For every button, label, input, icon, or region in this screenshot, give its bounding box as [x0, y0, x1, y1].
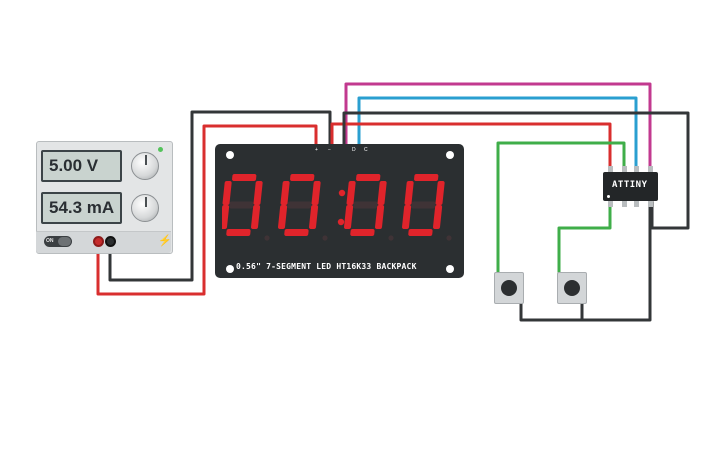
- chip-legs: [608, 166, 653, 207]
- wire-black-buttons-gnd[interactable]: [519, 200, 652, 322]
- pin-label-d: D: [352, 147, 356, 153]
- positive-terminal[interactable]: [93, 236, 104, 247]
- digit-1-decimal-point: [264, 235, 270, 241]
- pin-label-minus: −: [328, 147, 331, 153]
- digit-3-segment-d: [350, 229, 375, 236]
- attiny-chip[interactable]: [603, 172, 658, 201]
- chip-label: ATTINY: [612, 180, 648, 190]
- voltage-knob[interactable]: [131, 152, 159, 180]
- digit-4-segment-f: [404, 181, 414, 205]
- digit-3-segment-e: [343, 205, 354, 229]
- digit-4-segment-g: [411, 201, 436, 209]
- chip-pin1-dot: [607, 195, 610, 198]
- mount-hole-top-left: [226, 151, 234, 159]
- digit-3-decimal-point: [388, 235, 394, 241]
- power-switch-label: ON: [46, 238, 54, 244]
- mount-hole-bottom-right: [446, 265, 454, 273]
- digit-2-decimal-point: [322, 235, 328, 241]
- digit-4-segment-c: [432, 205, 443, 229]
- colon-dot-top: [338, 189, 346, 197]
- digit-1-segment-b: [253, 181, 263, 205]
- colon-dot-bottom: [337, 218, 345, 226]
- push-button-2[interactable]: [557, 272, 587, 304]
- digit-1-segment-d: [226, 229, 251, 236]
- current-display: 54.3 mA: [41, 192, 122, 224]
- wire-red-vcc-chip[interactable]: [330, 122, 612, 174]
- digit-1-segment-g: [229, 201, 254, 209]
- digit-4-segment-b: [435, 181, 445, 205]
- pin-label-c: C: [364, 147, 368, 153]
- digit-3-segment-g: [353, 201, 378, 209]
- digit-1-segment-a: [232, 174, 257, 181]
- digit-4-decimal-point: [446, 235, 452, 241]
- digit-2-segment-f: [280, 181, 290, 205]
- digit-3-segment-f: [346, 181, 356, 205]
- lightning-bolt-icon: ⚡: [158, 235, 172, 247]
- wire-magenta[interactable]: [344, 82, 652, 174]
- voltage-display: 5.00 V: [41, 150, 122, 182]
- digit-2-segment-c: [308, 205, 319, 229]
- wire-black-gnd-chip[interactable]: [342, 111, 690, 230]
- current-knob[interactable]: [131, 194, 159, 222]
- mount-hole-top-right: [446, 151, 454, 159]
- digit-3-segment-a: [356, 174, 381, 181]
- board-label: 0.56" 7-SEGMENT LED HT16K33 BACKPACK: [236, 262, 417, 271]
- negative-terminal[interactable]: [105, 236, 116, 247]
- wire-green-button-2[interactable]: [557, 200, 612, 274]
- digit-3-segment-c: [374, 205, 385, 229]
- digit-4-segment-e: [401, 205, 412, 229]
- seven-segment-display: [222, 174, 452, 241]
- wire-green-button-1[interactable]: [496, 141, 626, 274]
- digit-4-segment-d: [408, 229, 433, 236]
- digit-2-segment-a: [290, 174, 315, 181]
- pin-label-plus: +: [315, 147, 318, 153]
- switch-thumb: [58, 237, 71, 246]
- digit-2-segment-d: [284, 229, 309, 236]
- digit-1-segment-c: [250, 205, 261, 229]
- digit-3-segment-b: [377, 181, 387, 205]
- digit-1-segment-e: [222, 205, 230, 229]
- digit-2-segment-b: [311, 181, 321, 205]
- wire-black-supply-gnd[interactable]: [108, 110, 332, 282]
- mount-hole-bottom-left: [226, 265, 234, 273]
- push-button-1[interactable]: [494, 272, 524, 304]
- digit-2-segment-e: [277, 205, 288, 229]
- button-1-cap: [501, 280, 517, 296]
- button-2-cap: [564, 280, 580, 296]
- status-led-icon: [158, 147, 163, 152]
- digit-4-segment-a: [414, 174, 439, 181]
- digit-1-segment-f: [222, 181, 232, 205]
- power-switch[interactable]: ON: [44, 236, 72, 247]
- wire-red-supply-vcc[interactable]: [96, 124, 318, 296]
- digit-2-segment-g: [287, 201, 312, 209]
